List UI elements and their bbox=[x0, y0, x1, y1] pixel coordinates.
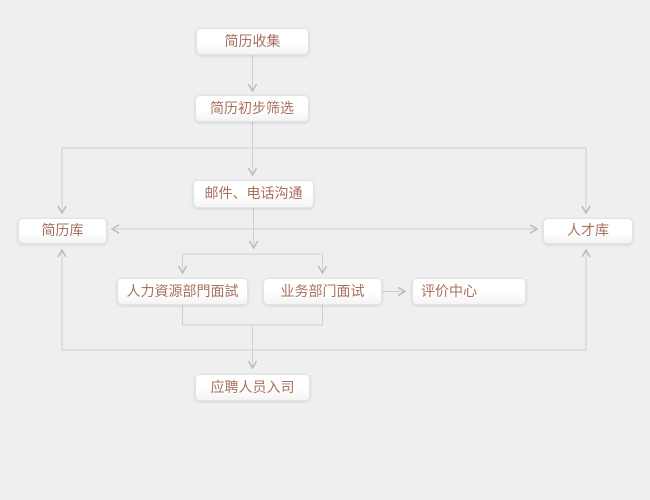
node-resume-collection: 简历收集 bbox=[196, 28, 309, 55]
node-hr-department-interview: 人力資源部門面試 bbox=[117, 278, 248, 305]
node-talent-pool-label: 人才库 bbox=[567, 223, 609, 239]
node-resume-collection-label: 简历收集 bbox=[224, 33, 281, 50]
node-candidate-onboarding-label: 应聘人员入司 bbox=[210, 379, 295, 396]
node-candidate-onboarding: 应聘人员入司 bbox=[195, 374, 310, 401]
node-resume-initial-screening-label: 简历初步筛选 bbox=[210, 100, 294, 117]
node-resume-library: 简历库 bbox=[18, 218, 107, 244]
node-assessment-center: 评价中心 bbox=[412, 278, 526, 305]
node-business-department-interview: 业务部门面试 bbox=[263, 278, 382, 305]
node-business-department-interview-label: 业务部门面试 bbox=[280, 283, 365, 300]
node-talent-pool: 人才库 bbox=[543, 218, 633, 244]
node-email-phone-communication: 邮件、电话沟通 bbox=[193, 180, 314, 208]
node-hr-department-interview-label: 人力資源部門面試 bbox=[126, 283, 239, 300]
node-email-phone-communication-label: 邮件、电话沟通 bbox=[204, 186, 303, 202]
node-resume-library-label: 简历库 bbox=[41, 223, 84, 239]
node-assessment-center-label: 评价中心 bbox=[421, 283, 477, 300]
node-resume-initial-screening: 简历初步筛选 bbox=[195, 95, 309, 122]
